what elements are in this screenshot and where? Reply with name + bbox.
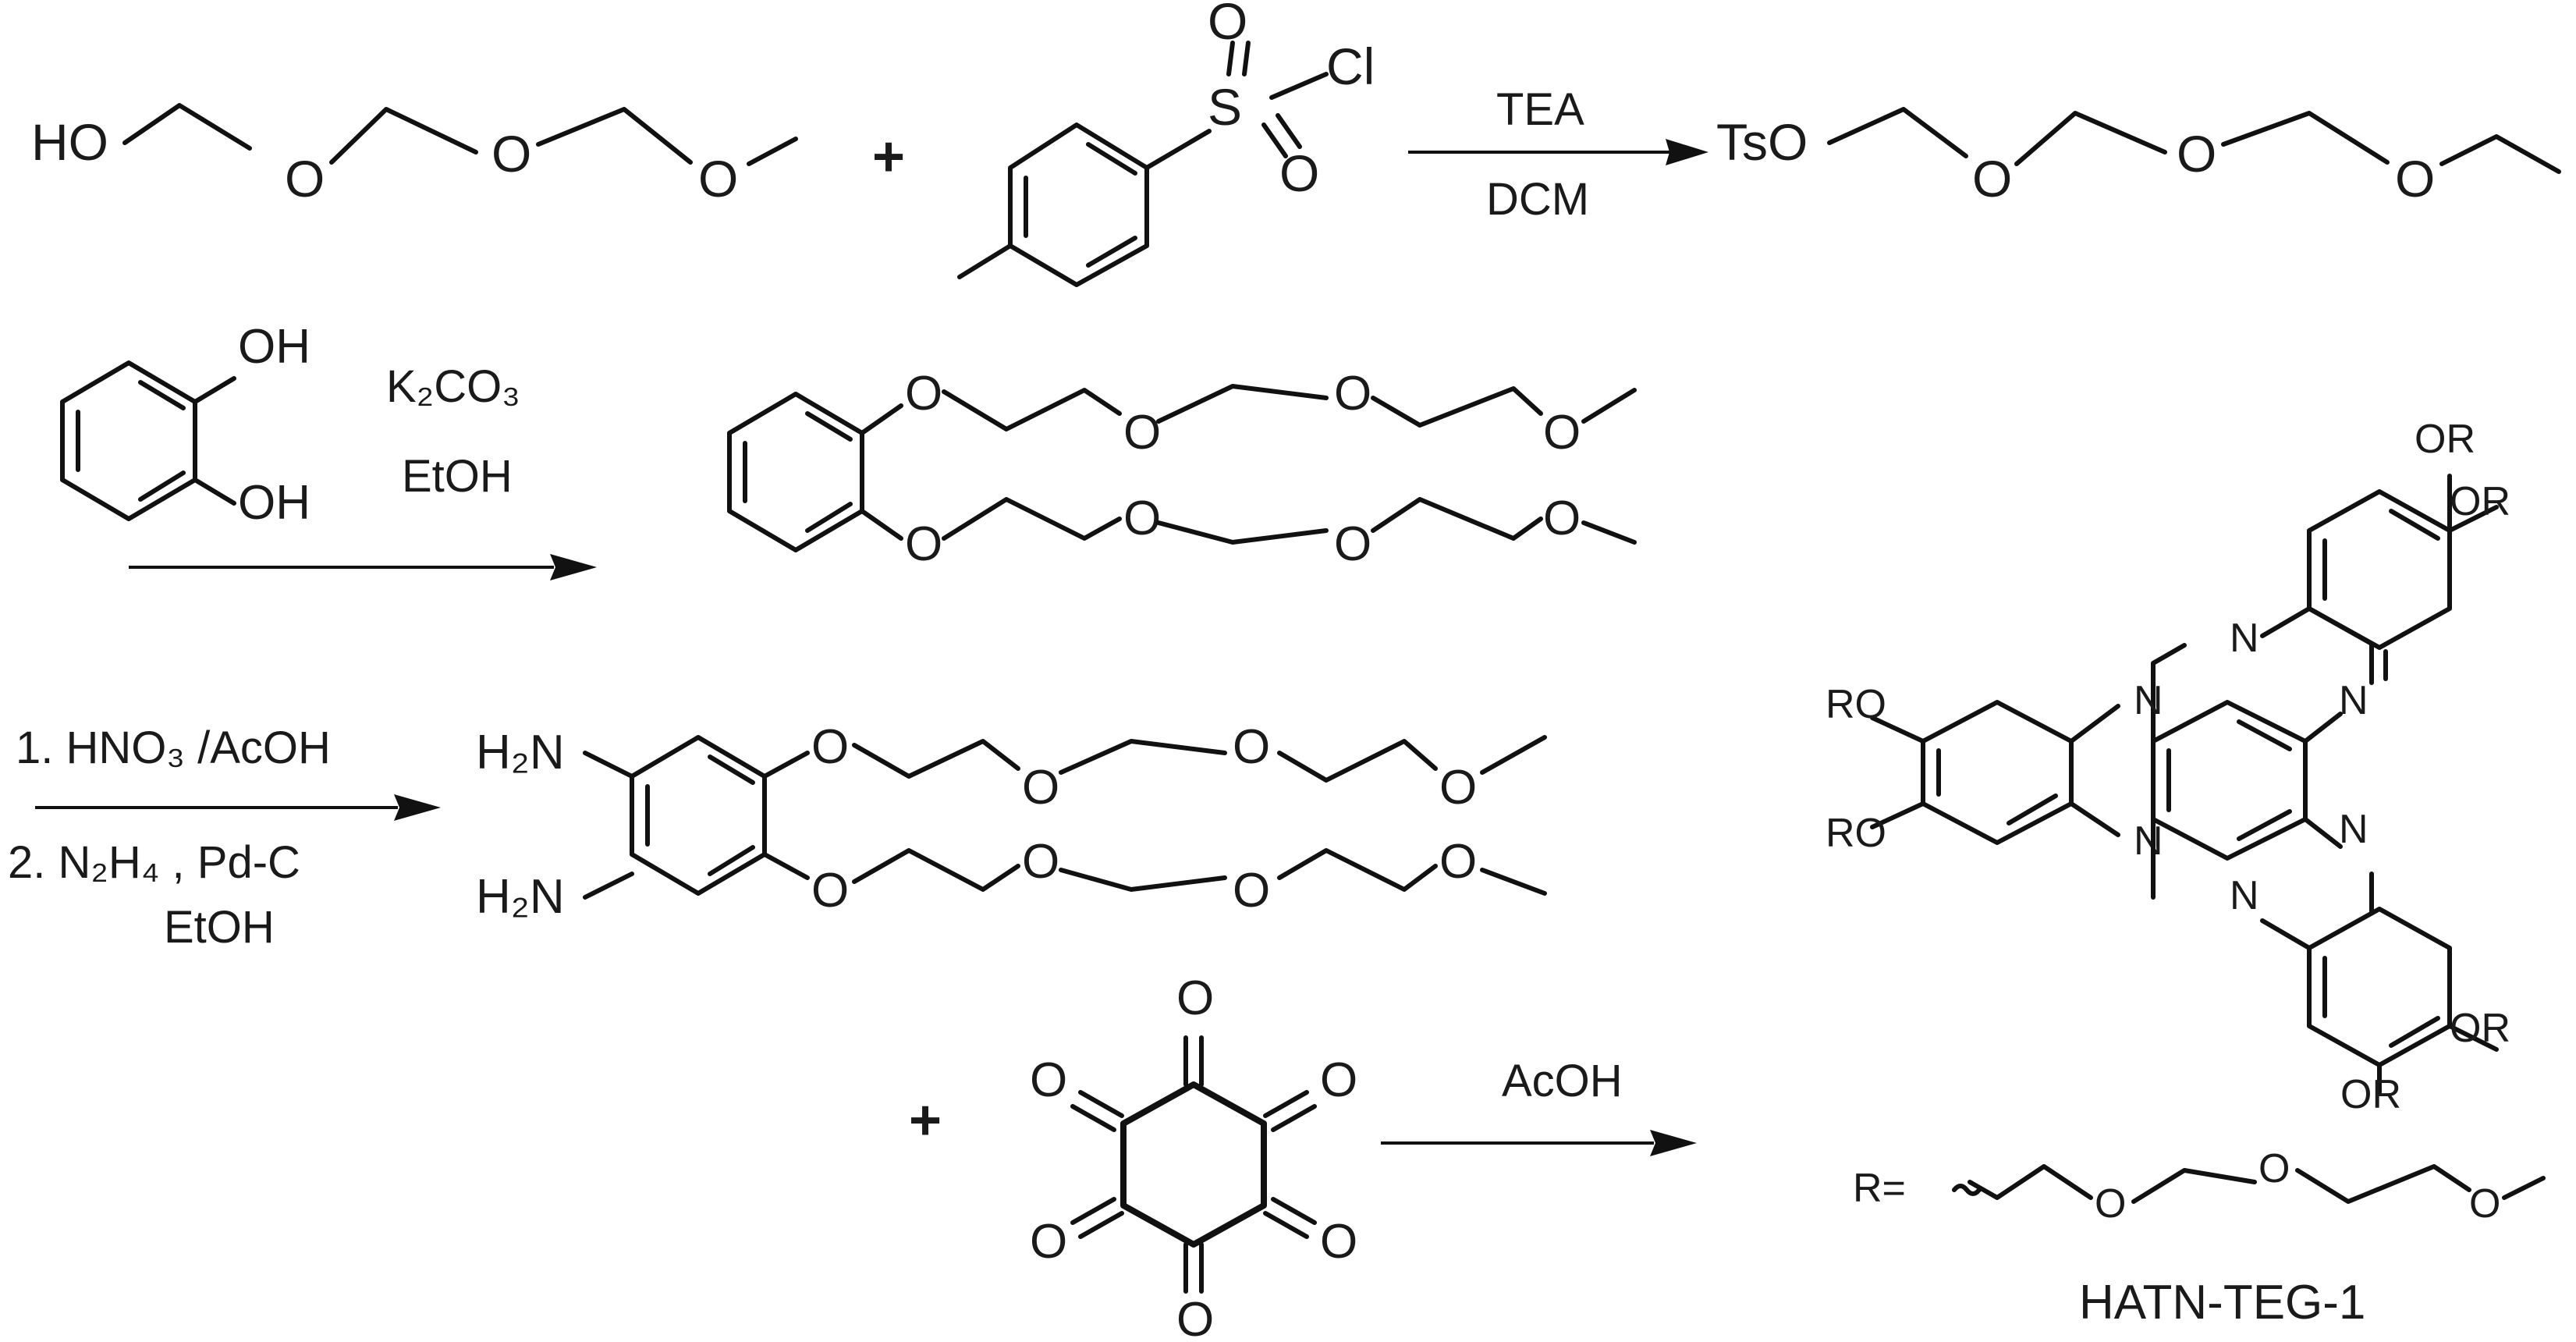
r-group-definition: R= O O O bbox=[1853, 1146, 2546, 1227]
ether-oxygen-label: O bbox=[905, 517, 942, 571]
pyrazine-nitrogen-label: N bbox=[2339, 807, 2368, 852]
or-substituent-label: OR bbox=[2340, 1072, 2401, 1117]
ether-oxygen-label: O bbox=[2258, 1146, 2290, 1191]
tosyl-chloride: S O O Cl bbox=[957, 0, 1375, 287]
or-substituent-label: OR bbox=[2415, 417, 2475, 462]
carbonyl-oxygen-label: O bbox=[1320, 1215, 1357, 1269]
hexaketocyclohexane: O O O O O O bbox=[1030, 971, 1357, 1342]
chlorine-label: Cl bbox=[1326, 37, 1375, 95]
product-name: HATN-TEG-1 bbox=[2079, 1276, 2365, 1330]
or-substituent-label: OR bbox=[2450, 1006, 2510, 1051]
triethylene-glycol-monomethyl-ether: HO O O O bbox=[31, 103, 798, 208]
ether-oxygen-label: O bbox=[1439, 761, 1477, 815]
amine-label: H₂N bbox=[476, 726, 565, 779]
arrow-nitration-reduction: 1. HNO₃ /AcOH 2. N₂H₄ , Pd-C EtOH bbox=[8, 722, 441, 953]
tosylate-label: TsO bbox=[1716, 113, 1808, 171]
ether-oxygen-label: O bbox=[2395, 150, 2435, 208]
arrow-step-2-label: 2. N₂H₄ , Pd-C bbox=[8, 837, 300, 888]
arrow-williamson: K₂CO₃ EtOH bbox=[129, 361, 597, 580]
or-substituent-label: OR bbox=[2450, 479, 2510, 524]
catechol: OH OH bbox=[60, 320, 310, 530]
arrow-reagent-K2CO3: K₂CO₃ bbox=[386, 361, 520, 412]
arrow-solvent-AcOH: AcOH bbox=[1502, 1056, 1623, 1106]
pyrazine-nitrogen-label: N bbox=[2230, 616, 2259, 661]
ether-oxygen-label: O bbox=[905, 367, 942, 421]
arrow-condensation: AcOH bbox=[1381, 1056, 1697, 1156]
arrow-solvent-DCM: DCM bbox=[1486, 174, 1589, 225]
carbonyl-oxygen-label: O bbox=[1176, 971, 1214, 1025]
ether-oxygen-label: O bbox=[1334, 367, 1371, 421]
amine-label: H₂N bbox=[476, 870, 565, 924]
hydroxyl-label: OH bbox=[238, 476, 310, 530]
ether-oxygen-label: O bbox=[1334, 517, 1371, 571]
sulfur-label: S bbox=[1208, 78, 1242, 136]
ether-oxygen-label: O bbox=[1233, 864, 1270, 918]
plus-sign: + bbox=[872, 126, 905, 188]
ether-oxygen-label: O bbox=[1543, 492, 1581, 545]
ether-oxygen-label: O bbox=[1022, 835, 1059, 889]
ether-oxygen-label: O bbox=[2469, 1181, 2500, 1227]
arrow-reagent-TEA: TEA bbox=[1496, 84, 1584, 135]
pyrazine-nitrogen-label: N bbox=[2134, 818, 2163, 864]
alcohol-hydroxyl-label: HO bbox=[31, 113, 108, 171]
ether-oxygen-label: O bbox=[1022, 761, 1059, 815]
ether-oxygen-label: O bbox=[811, 720, 849, 774]
ro-substituent-label: RO bbox=[1826, 682, 1886, 727]
ether-oxygen-label: O bbox=[1123, 492, 1161, 545]
arrow-step-1-label: 1. HNO₃ /AcOH bbox=[16, 722, 331, 773]
r-group-label: R= bbox=[1853, 1166, 1906, 1211]
hydroxyl-label: OH bbox=[238, 320, 310, 374]
ether-oxygen-label: O bbox=[2177, 125, 2216, 183]
ether-oxygen-label: O bbox=[811, 864, 849, 918]
hatn-structure: N N OR OR N N RO RO N N bbox=[1826, 417, 2510, 1117]
carbonyl-oxygen-label: O bbox=[1030, 1053, 1067, 1107]
wavy-bond-icon bbox=[1952, 1184, 1982, 1196]
tosylated-teg: TsO O O O bbox=[1716, 107, 2561, 208]
ether-oxygen-label: O bbox=[1543, 406, 1581, 460]
diamine-bis-teg: H₂N H₂N O O O O O O O O bbox=[476, 720, 1547, 924]
pyrazine-nitrogen-label: N bbox=[2134, 678, 2163, 723]
ether-oxygen-label: O bbox=[1233, 720, 1270, 774]
plus-sign: + bbox=[909, 1089, 942, 1152]
ether-oxygen-label: O bbox=[698, 150, 738, 208]
ro-substituent-label: RO bbox=[1826, 811, 1886, 856]
arrow-tosylation: TEA DCM bbox=[1408, 84, 1708, 225]
carbonyl-oxygen-label: O bbox=[1320, 1053, 1357, 1107]
pyrazine-nitrogen-label: N bbox=[2339, 678, 2368, 723]
ether-oxygen-label: O bbox=[1972, 150, 2012, 208]
ether-oxygen-label: O bbox=[2095, 1181, 2126, 1227]
carbonyl-oxygen-label: O bbox=[1176, 1293, 1214, 1342]
arrow-solvent-EtOH: EtOH bbox=[402, 451, 513, 502]
bis-teg-catechol-ether: O O O O O O O O bbox=[727, 367, 1637, 571]
pyrazine-nitrogen-label: N bbox=[2230, 873, 2259, 918]
carbonyl-oxygen-label: O bbox=[1030, 1215, 1067, 1269]
arrow-step-2-solvent: EtOH bbox=[164, 902, 275, 953]
sulfonyl-oxygen-label: O bbox=[1279, 144, 1319, 202]
ether-oxygen-label: O bbox=[1439, 835, 1477, 889]
sulfonyl-oxygen-label: O bbox=[1208, 0, 1247, 50]
ether-oxygen-label: O bbox=[285, 150, 325, 208]
ether-oxygen-label: O bbox=[1123, 406, 1161, 460]
ether-oxygen-label: O bbox=[491, 125, 531, 183]
